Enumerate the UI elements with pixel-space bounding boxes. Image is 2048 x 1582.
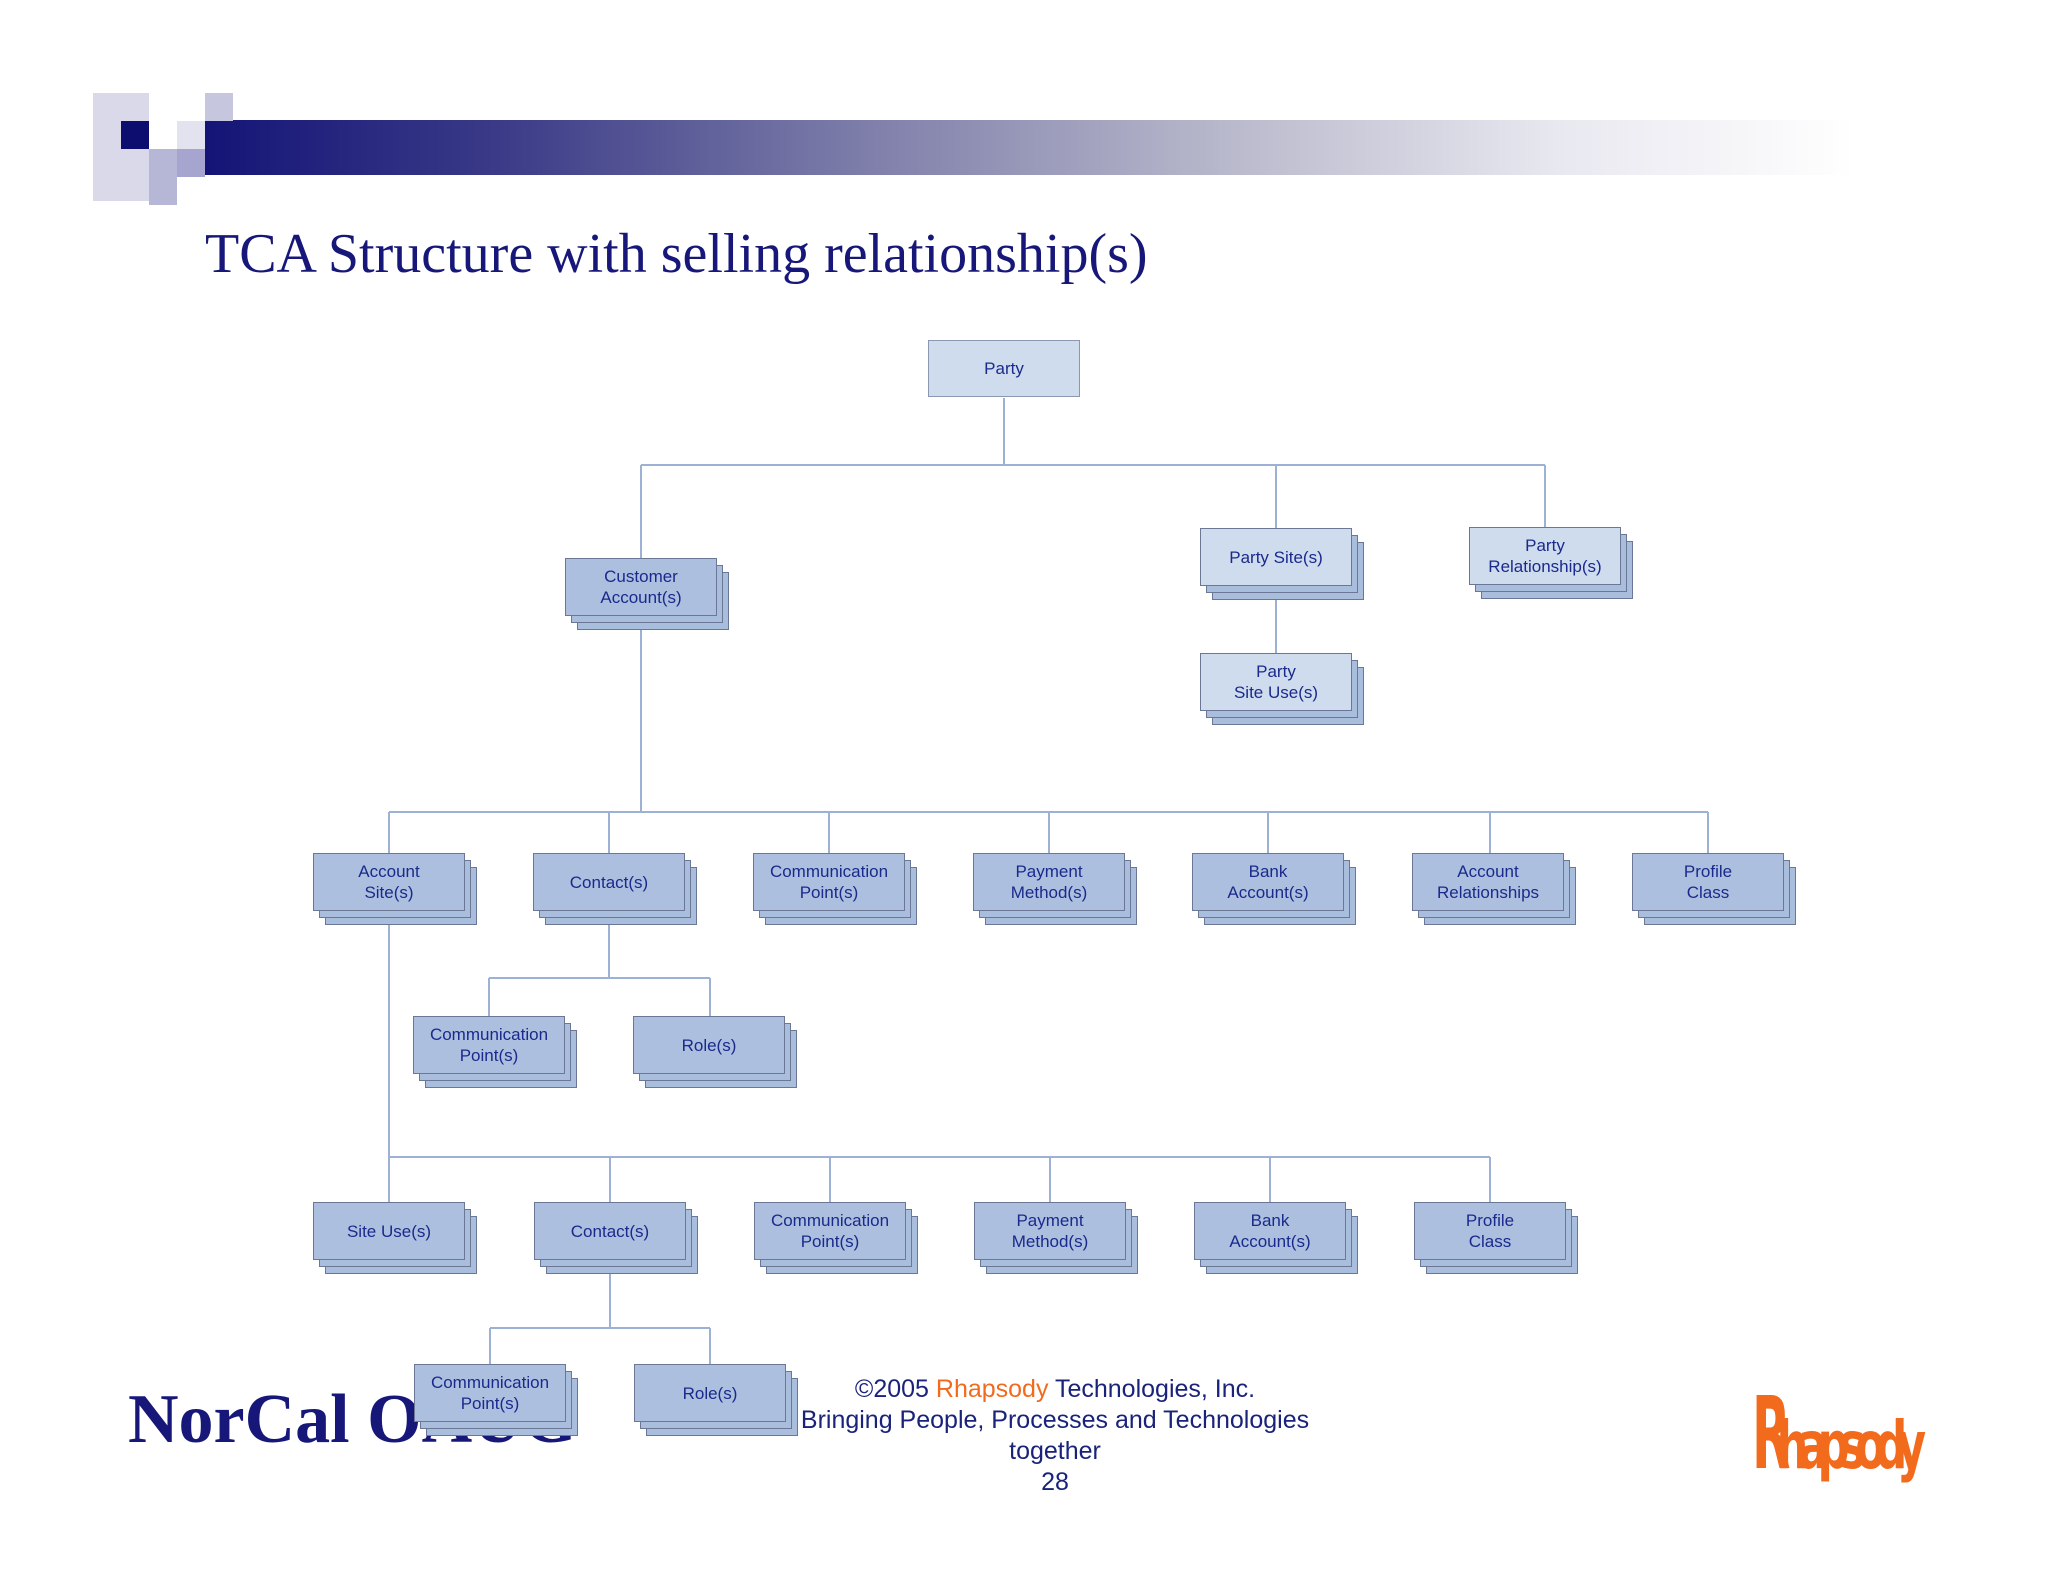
- node-label: Account Site(s): [313, 853, 465, 911]
- node-party: Party: [928, 340, 1080, 397]
- copyright-line: ©2005 Rhapsody Technologies, Inc.: [780, 1374, 1330, 1405]
- slide-title: TCA Structure with selling relationship(…: [205, 223, 1148, 285]
- company-brand: Rhapsody: [935, 1375, 1049, 1403]
- footer-copyright: ©2005 Rhapsody Technologies, Inc. Bringi…: [780, 1374, 1330, 1498]
- svg-text:R: R: [1752, 1376, 1791, 1492]
- page-number: 28: [1041, 1468, 1069, 1496]
- node-label: Party Relationship(s): [1469, 527, 1621, 585]
- node-label: Account Relationships: [1412, 853, 1564, 911]
- node-label: Communication Point(s): [413, 1016, 565, 1074]
- node-label: Customer Account(s): [565, 558, 717, 616]
- node-label: Profile Class: [1632, 853, 1784, 911]
- node-label: Contact(s): [534, 1202, 686, 1260]
- tagline: Bringing People, Processes and Technolog…: [800, 1406, 1310, 1465]
- rhapsody-logo: R hapsody: [1752, 1376, 1926, 1492]
- header-square-decoration: [177, 149, 205, 177]
- node-label: Payment Method(s): [973, 853, 1125, 911]
- node-label: Communication Point(s): [414, 1364, 566, 1422]
- svg-text:hapsody: hapsody: [1776, 1408, 1926, 1484]
- copyright-prefix: ©2005: [854, 1375, 936, 1403]
- node-label: Bank Account(s): [1192, 853, 1344, 911]
- node-label: Party Site(s): [1200, 528, 1352, 586]
- node-label: Role(s): [633, 1016, 785, 1074]
- node-label: Role(s): [634, 1364, 786, 1422]
- node-label: Payment Method(s): [974, 1202, 1126, 1260]
- node-label: Party Site Use(s): [1200, 653, 1352, 711]
- node-label: Party: [928, 340, 1080, 397]
- copyright-suffix: Technologies, Inc.: [1048, 1375, 1256, 1403]
- node-label: Site Use(s): [313, 1202, 465, 1260]
- node-label: Profile Class: [1414, 1202, 1566, 1260]
- node-label: Contact(s): [533, 853, 685, 911]
- header-gradient-bar: [205, 120, 1855, 175]
- node-label: Communication Point(s): [753, 853, 905, 911]
- header-square-decoration: [205, 93, 233, 121]
- header-square-decoration: [149, 149, 177, 205]
- node-label: Communication Point(s): [754, 1202, 906, 1260]
- header-square-decoration: [177, 121, 205, 149]
- node-label: Bank Account(s): [1194, 1202, 1346, 1260]
- header-square-decoration: [121, 121, 149, 149]
